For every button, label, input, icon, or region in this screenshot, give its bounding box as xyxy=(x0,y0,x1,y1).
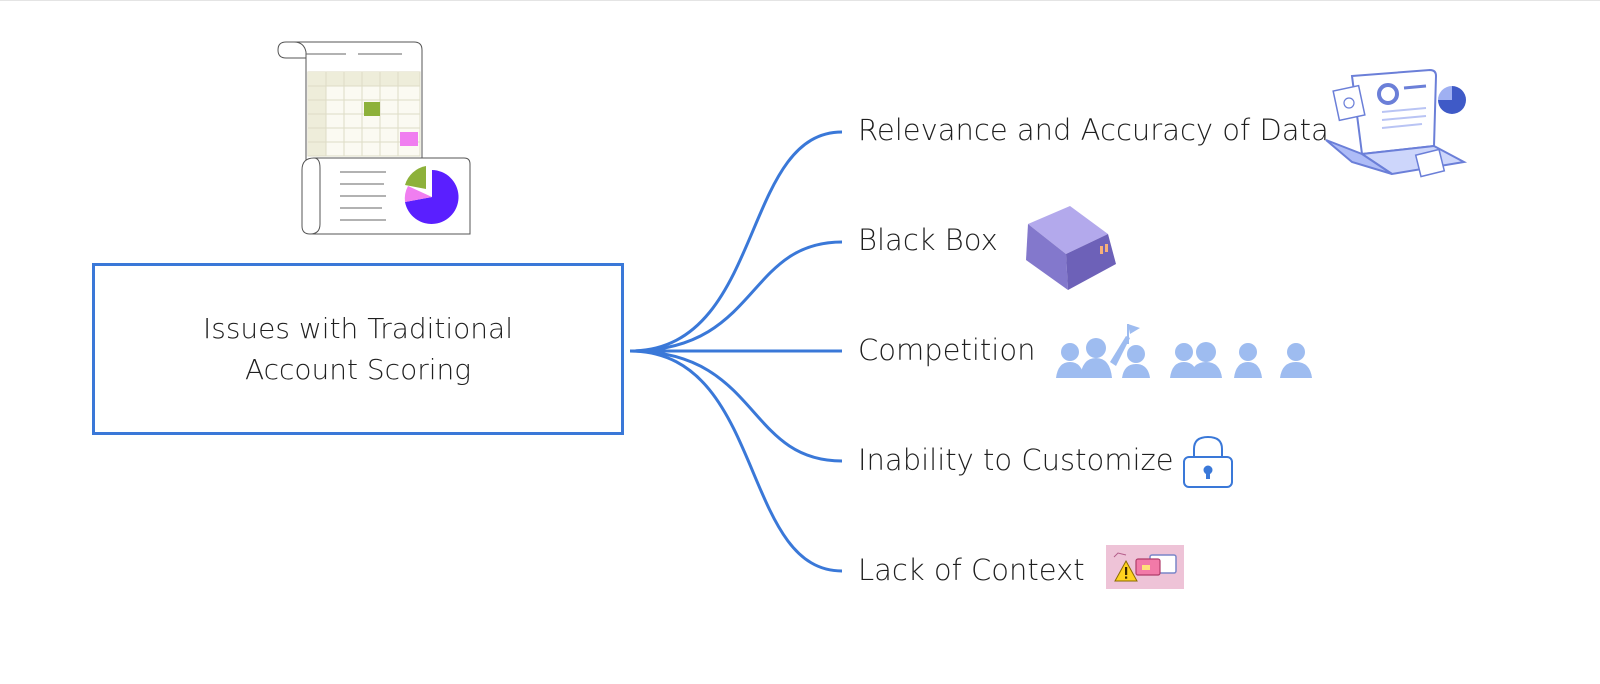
branch-label-customize[interactable]: Inability to Customize xyxy=(858,443,1174,477)
connector-branch-1 xyxy=(629,130,843,353)
connector-branch-4 xyxy=(629,349,843,463)
connector-branch-2 xyxy=(629,240,843,353)
branch-label-context[interactable]: Lack of Context xyxy=(858,553,1085,587)
warning-cards-icon xyxy=(1106,545,1184,589)
branch-label-black-box[interactable]: Black Box xyxy=(858,223,998,257)
branch-label-relevance[interactable]: Relevance and Accuracy of Data xyxy=(858,113,1329,147)
branch-label-competition[interactable]: Competition xyxy=(858,333,1036,367)
root-node[interactable]: Issues with Traditional Account Scoring xyxy=(92,263,624,435)
spreadsheet-report-icon xyxy=(277,41,471,235)
root-node-label: Issues with Traditional Account Scoring xyxy=(203,312,513,386)
purple-cube-icon xyxy=(1026,206,1116,290)
top-divider xyxy=(0,0,1600,1)
laptop-analytics-icon xyxy=(1325,68,1468,178)
connector-branch-5 xyxy=(629,349,843,573)
padlock-icon xyxy=(1183,435,1233,488)
crowd-people-icon xyxy=(1056,324,1312,378)
